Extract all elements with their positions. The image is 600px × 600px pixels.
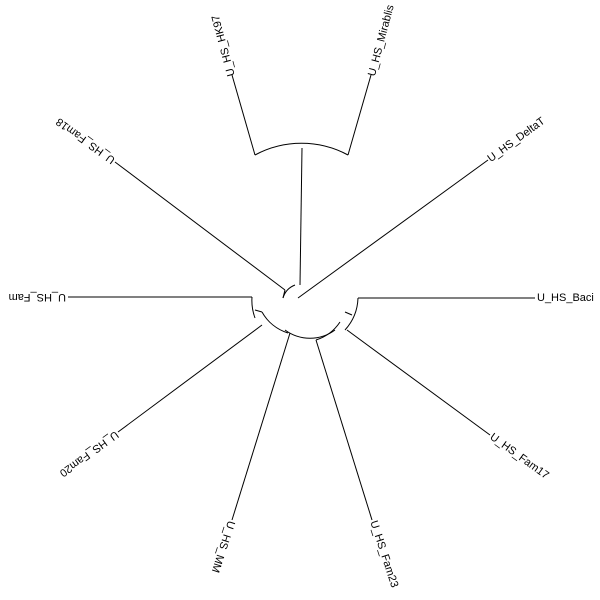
branch-mirabilis [347, 74, 372, 156]
tree-branches [68, 74, 535, 521]
branch-fam23 [315, 339, 373, 521]
branch-hk97 [231, 74, 256, 156]
arc-left-lower [261, 311, 289, 334]
branch-fam18 [114, 161, 286, 291]
leaf-label-baci: U_HS_Baci [537, 292, 594, 304]
arc-right-lower [315, 321, 341, 341]
branch-deltat [297, 159, 489, 299]
branch-right-inner [344, 311, 353, 316]
branch-root-upper [282, 289, 286, 299]
arc-top-clade [254, 142, 349, 156]
arc-right-clade [344, 297, 359, 331]
branch-trunk-top [299, 147, 303, 286]
arc-left-clade [251, 296, 256, 319]
branch-mm [231, 332, 291, 521]
branch-fam17 [346, 329, 491, 436]
branch-left-inner [254, 309, 263, 313]
branch-fam20 [117, 324, 263, 433]
leaf-label-fam: U_HS_Fam [9, 291, 66, 303]
